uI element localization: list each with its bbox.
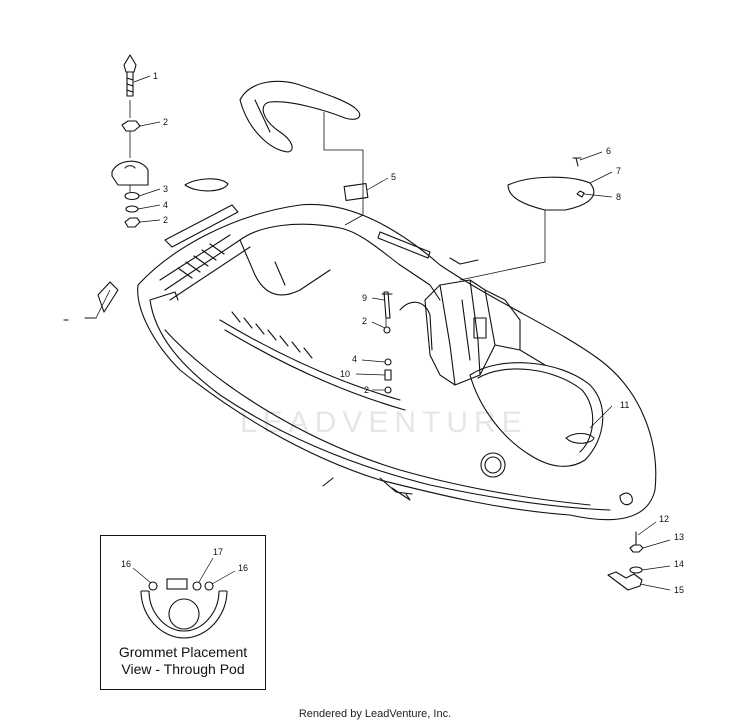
callout-13: 13 — [674, 532, 684, 542]
callout-9: 9 — [362, 293, 367, 303]
grommet-drawing: 16 17 16 — [121, 547, 248, 639]
hull — [137, 203, 657, 521]
part-bracket — [111, 160, 149, 186]
part-washer-14 — [629, 566, 643, 574]
callout-2b: 2 — [163, 215, 168, 225]
footer-credit: Rendered by LeadVenture, Inc. — [298, 708, 452, 720]
callout-2d: 2 — [364, 385, 369, 395]
part-bolt-1 — [123, 54, 137, 97]
part-bolt-9 — [381, 291, 393, 319]
callout-2a: 2 — [163, 117, 168, 127]
watermark: LEADVENTURE — [240, 406, 528, 439]
part-bracket-15 — [607, 571, 643, 591]
part-nut-2a — [121, 120, 141, 132]
inset-callout-17: 17 — [213, 547, 223, 557]
callout-4a: 4 — [163, 200, 168, 210]
assembly-lines — [95, 100, 546, 327]
rub-rails — [97, 178, 431, 313]
part-washer-4 — [125, 205, 139, 213]
inset-callout-16-right: 16 — [238, 563, 248, 573]
part-nut-2b — [124, 217, 141, 228]
callout-6: 6 — [606, 146, 611, 156]
callout-4b: 4 — [352, 354, 357, 364]
callout-2c: 2 — [362, 316, 367, 326]
callout-10: 10 — [340, 369, 350, 379]
inset-caption: Grommet Placement View - Through Pod — [101, 644, 265, 678]
callout-5: 5 — [391, 172, 396, 182]
part-decal-5 — [343, 182, 369, 202]
callout-7: 7 — [616, 166, 621, 176]
callout-leaders — [133, 75, 671, 591]
steering-pod — [399, 279, 546, 386]
handle-pole — [239, 80, 361, 153]
grommet-inset: 16 17 16 Grommet Placement View - Throug… — [100, 535, 266, 690]
part-screw-left — [63, 317, 97, 321]
callout-8: 8 — [616, 192, 621, 202]
callouts: 1 2 3 4 2 5 6 7 8 9 2 4 10 2 11 12 13 14… — [153, 71, 684, 595]
part-screw-bottom — [322, 477, 334, 487]
part-washer-4b — [384, 358, 392, 366]
part-plate-7 — [507, 176, 595, 211]
inset-callout-16-left: 16 — [121, 559, 131, 569]
part-screw-6 — [572, 157, 582, 167]
part-washer-3 — [124, 191, 140, 201]
callout-12: 12 — [659, 514, 669, 524]
callout-3: 3 — [163, 184, 168, 194]
callout-1: 1 — [153, 71, 158, 81]
part-bushing-10 — [384, 369, 392, 381]
part-nut-2c — [383, 326, 391, 334]
callout-14: 14 — [674, 559, 684, 569]
inset-title-line2: View - Through Pod — [121, 661, 245, 677]
callout-15: 15 — [674, 585, 684, 595]
part-nut-2d — [384, 386, 392, 394]
callout-11: 11 — [620, 400, 629, 410]
part-screw-pod — [449, 257, 479, 265]
part-nut-13 — [629, 544, 644, 553]
part-nut-8 — [576, 190, 585, 198]
inset-title-line1: Grommet Placement — [118, 644, 248, 660]
